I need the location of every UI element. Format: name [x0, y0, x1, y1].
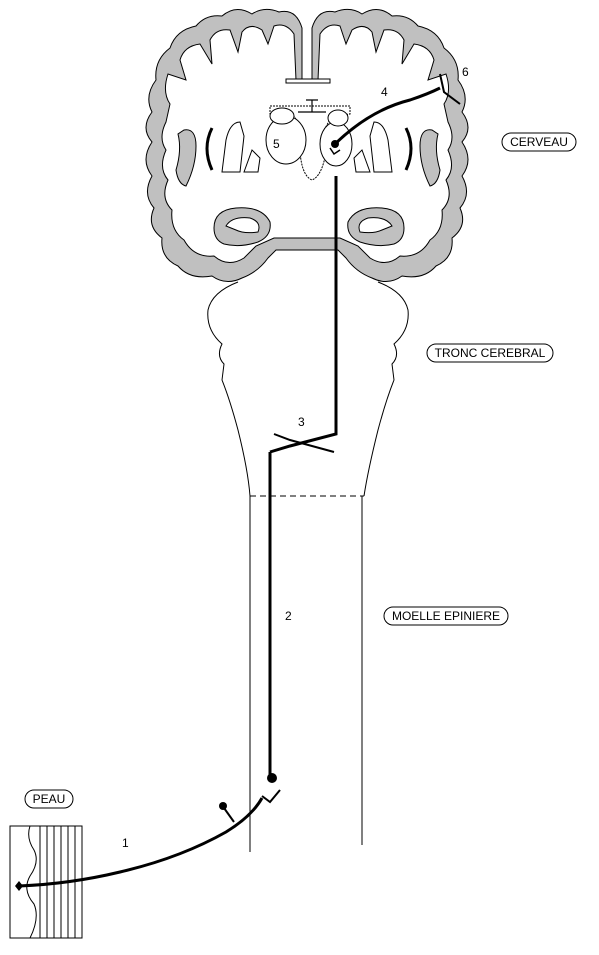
hippocampus-left-inner — [225, 217, 260, 234]
number-5: 5 — [273, 137, 280, 151]
label-tronc-box — [426, 343, 554, 363]
thalamus-right-top — [327, 109, 349, 127]
label-peau: PEAU — [33, 792, 66, 806]
hippocampus-right-inner — [358, 217, 393, 234]
synapse-2 — [329, 147, 341, 156]
brainstem-outline — [207, 281, 251, 497]
thalamus-left-top — [269, 107, 295, 125]
decussation-left-to-right — [269, 176, 338, 454]
decussation-right-to-left — [273, 433, 335, 453]
pathway — [18, 73, 461, 888]
internal-capsule-left — [221, 121, 245, 173]
neuron-1-ganglion — [219, 802, 227, 810]
internal-capsule-left-2 — [243, 149, 261, 173]
label-moelle: MOELLE EPINIERE — [392, 609, 500, 623]
number-3: 3 — [298, 415, 305, 429]
spinal-cord — [249, 496, 363, 852]
label-tronc: TRONC CEREBRAL — [435, 346, 546, 360]
number-2: 2 — [285, 609, 292, 623]
skin-epidermis — [26, 825, 37, 939]
label-cerveau: CERVEAU — [510, 135, 568, 149]
corpus-callosum — [285, 78, 331, 84]
brainstem-outline-right — [363, 281, 409, 497]
insula-right — [419, 129, 441, 187]
cortex-terminal — [439, 73, 461, 105]
internal-capsule-right — [369, 121, 393, 173]
claustrum-right — [404, 127, 413, 171]
internal-capsule-right-2 — [353, 149, 371, 173]
number-1: 1 — [122, 836, 129, 850]
neuron-3-axon — [333, 86, 441, 146]
region-labels: CERVEAU TRONC CEREBRAL MOELLE EPINIERE P… — [24, 132, 577, 809]
neuron-1-branch — [223, 807, 235, 823]
neuron-1-axon — [18, 797, 264, 888]
synapse-1 — [261, 789, 281, 804]
fornix — [298, 99, 326, 113]
label-cerveau-box — [501, 132, 577, 152]
label-moelle-box — [383, 606, 509, 626]
insula-left — [175, 129, 197, 187]
label-peau-box — [24, 789, 74, 809]
brain — [145, 8, 469, 282]
number-6: 6 — [462, 65, 469, 79]
brainstem — [207, 281, 409, 497]
claustrum-left — [205, 127, 214, 171]
number-4: 4 — [381, 85, 388, 99]
pathway-numbers: 1 2 3 4 5 6 — [122, 65, 469, 850]
